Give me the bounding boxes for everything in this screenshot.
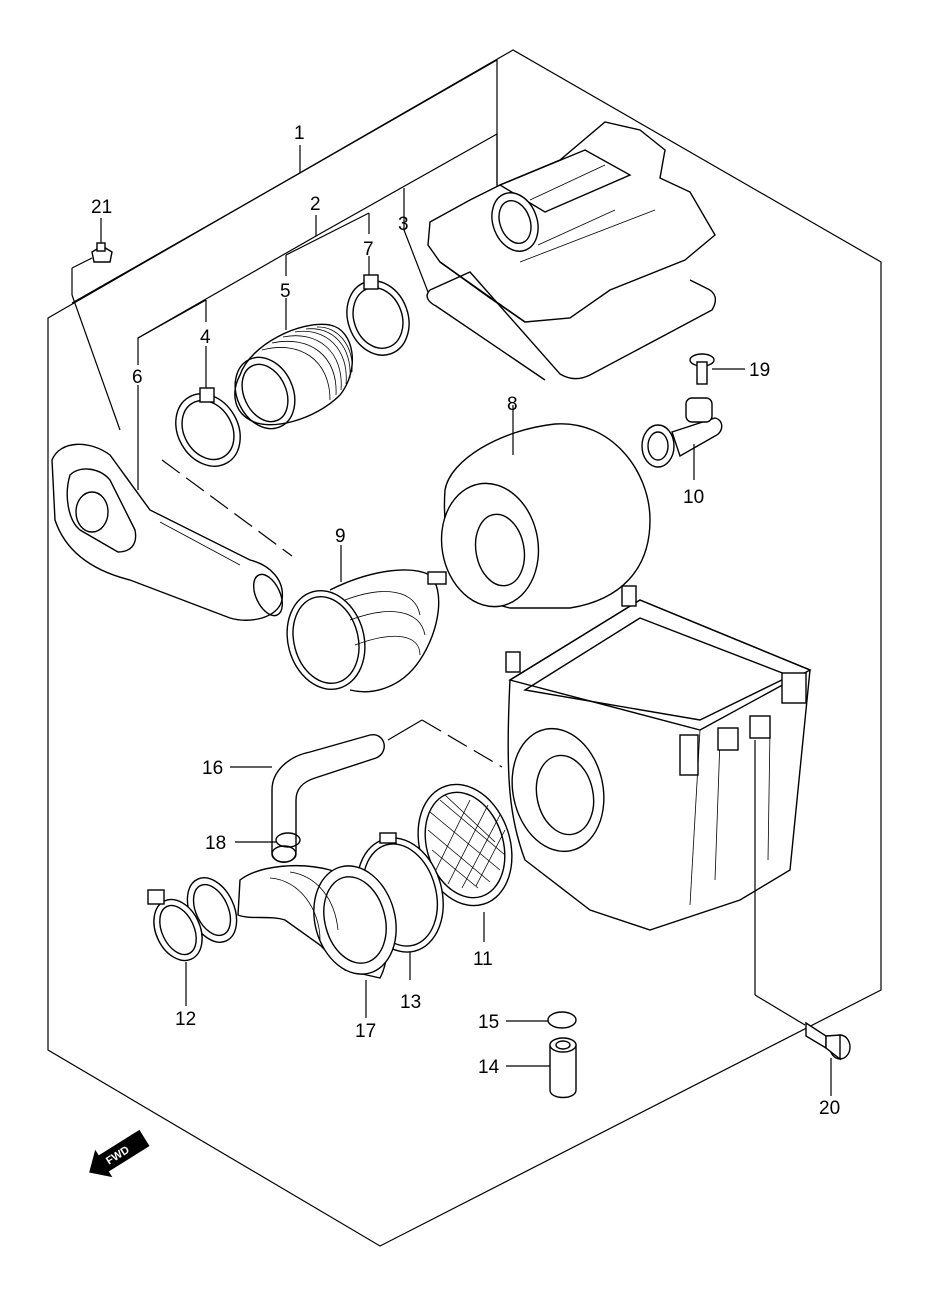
callout-7: 7	[363, 239, 374, 260]
dash-16-to-case	[421, 719, 503, 768]
callout-6: 6	[132, 367, 143, 388]
assembly-boundary	[47, 49, 882, 1247]
callout-3: 3	[398, 214, 409, 235]
callout-17: 17	[355, 1021, 376, 1042]
callout-21: 21	[91, 197, 112, 218]
part-6-intake-duct	[51, 443, 284, 621]
callout-11: 11	[473, 949, 493, 970]
callout-18: 18	[205, 833, 226, 854]
part-14-hose	[506, 1037, 577, 1099]
callout-16: 16	[202, 758, 223, 779]
part-11-screen	[417, 783, 513, 942]
leader-2-5	[285, 212, 370, 256]
part-19-screw	[689, 353, 745, 385]
callout-5: 5	[280, 281, 291, 302]
part-7-clamp	[346, 256, 410, 356]
part-17-inlet-duct	[237, 865, 397, 1018]
part-5-bellows-hose	[234, 298, 354, 430]
callout-4: 4	[200, 327, 211, 348]
part-10-drain-cap	[641, 397, 723, 480]
part-15-clip	[506, 1011, 577, 1029]
part-9-filter-cage	[286, 545, 447, 693]
part-16-drain-hose	[230, 734, 385, 863]
callout-14: 14	[478, 1057, 500, 1078]
part-8-filter-element	[440, 405, 651, 609]
part-3-gasket	[426, 271, 717, 381]
callout-13: 13	[400, 992, 421, 1013]
fwd-arrow-icon: FWD	[89, 1129, 150, 1178]
bracket-line-2b	[315, 132, 498, 237]
callout-20: 20	[819, 1098, 840, 1119]
part-20-bolt	[805, 1021, 851, 1096]
bracket-line-1b	[299, 58, 498, 185]
part-12-clamp-joint	[147, 877, 238, 1006]
part-1-cleaner-case	[505, 585, 812, 1026]
callout-19: 19	[749, 360, 770, 381]
callout-12: 12	[175, 1009, 196, 1030]
callout-10: 10	[683, 487, 704, 508]
callout-2: 2	[310, 194, 321, 215]
bracket-line-1	[71, 145, 301, 304]
dash-6-to-4	[161, 459, 293, 557]
part-2-cleaner-cover	[427, 121, 716, 323]
callout-15: 15	[478, 1012, 499, 1033]
callout-1: 1	[294, 123, 305, 144]
leader-4-bracket	[137, 299, 207, 339]
bracket-line-2	[137, 215, 317, 365]
leader-16-case	[387, 719, 423, 741]
part-18-clip-ring	[235, 832, 301, 848]
bracket-line-3	[403, 188, 429, 293]
part-4-clamp	[175, 346, 241, 467]
callout-9: 9	[335, 526, 346, 547]
callout-8: 8	[507, 394, 518, 415]
part-21-clip	[71, 218, 121, 431]
